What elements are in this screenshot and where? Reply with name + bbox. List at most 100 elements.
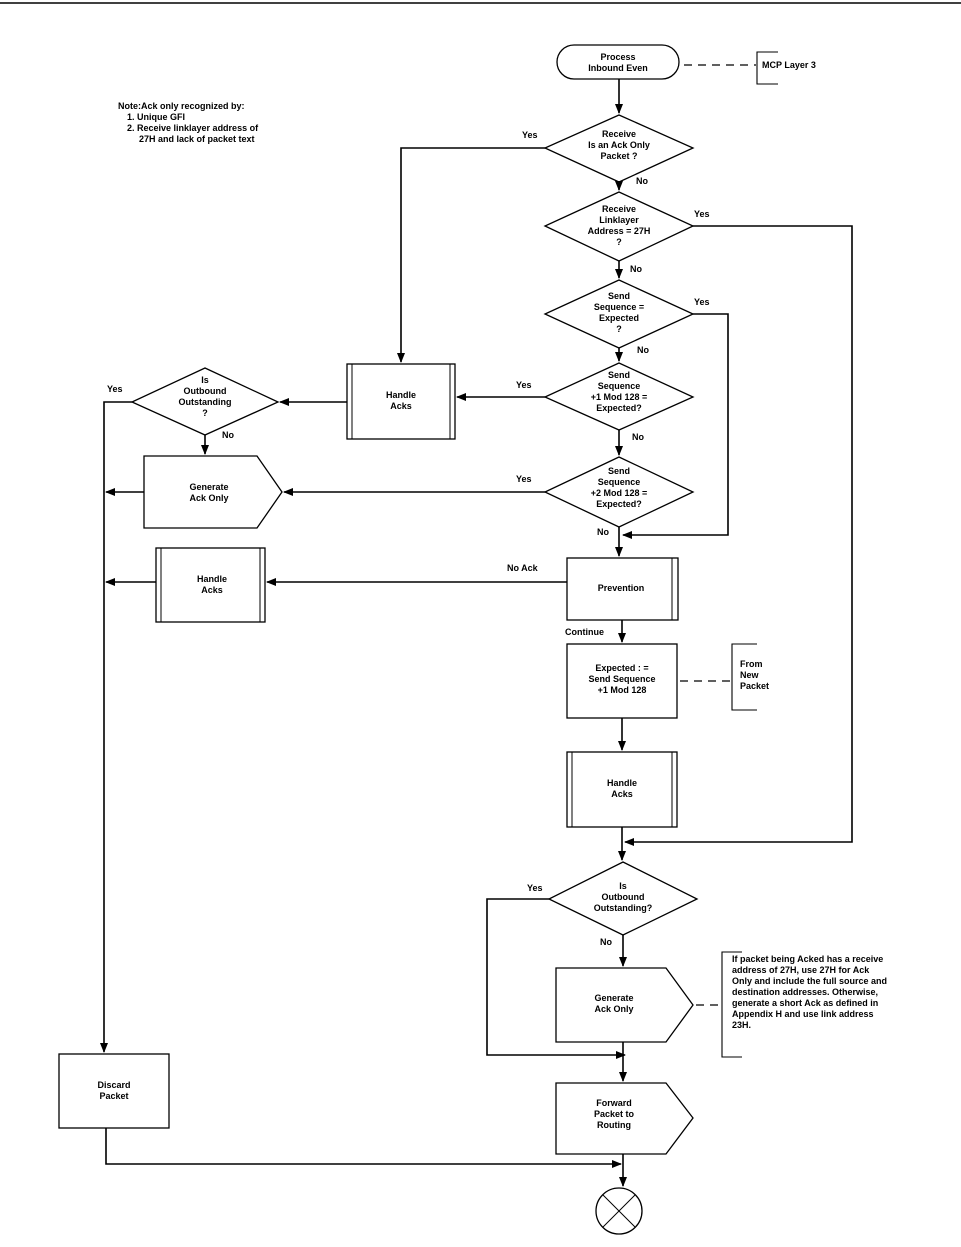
decision-linklayer-line-3: Address = 27H bbox=[588, 226, 651, 236]
prevention-process[interactable]: Prevention bbox=[566, 557, 679, 621]
generate-ack-1-line-2: Ack Only bbox=[189, 493, 228, 503]
ack-note-line-2: address of 27H, use 27H for Ack bbox=[732, 965, 870, 975]
forward-packet-to-routing[interactable]: Forward Packet to Routing bbox=[555, 1082, 694, 1155]
ack-note-line-7: 23H. bbox=[732, 1020, 751, 1030]
ack-note-bracket bbox=[721, 951, 742, 1058]
from-new-packet-annotation: From New Packet bbox=[740, 659, 769, 691]
handle-acks-process-1[interactable]: Handle Acks bbox=[346, 363, 456, 440]
decision-left-outbound-line-1: Is bbox=[201, 375, 209, 385]
decision-send-sequence-expected[interactable]: Send Sequence = Expected ? bbox=[543, 279, 695, 349]
note-line-3: 2. Receive linklayer address of bbox=[127, 123, 259, 133]
start-terminator[interactable]: Process Inbound Even bbox=[556, 44, 680, 80]
decision-ack-only-line-3: Packet ? bbox=[600, 151, 637, 161]
handle-acks-3-line-1: Handle bbox=[607, 778, 637, 788]
label-yes-outbound-bottom: Yes bbox=[527, 883, 543, 893]
expected-assignment-box[interactable]: Expected : = Send Sequence +1 Mod 128 bbox=[566, 643, 678, 719]
decision-send-seq-line-3: Expected bbox=[599, 313, 639, 323]
label-no-ack: No Ack bbox=[507, 563, 539, 573]
end-connector-icon bbox=[595, 1187, 643, 1235]
label-no-ack-only: No bbox=[636, 176, 648, 186]
from-new-packet-line-2: New bbox=[740, 670, 760, 680]
handle-acks-process-3[interactable]: Handle Acks bbox=[566, 751, 678, 828]
decision-plus1-line-3: +1 Mod 128 = bbox=[591, 392, 648, 402]
label-yes-outbound-left: Yes bbox=[107, 384, 123, 394]
decision-bottom-outbound-line-2: Outbound bbox=[602, 892, 645, 902]
generate-ack-1-line-1: Generate bbox=[189, 482, 228, 492]
discard-packet-box[interactable]: Discard Packet bbox=[58, 1053, 170, 1129]
decision-bottom-outbound-line-3: Outstanding? bbox=[594, 903, 653, 913]
decision-outbound-outstanding-left[interactable]: Is Outbound Outstanding ? bbox=[130, 367, 280, 436]
decision-send-sequence-plus2[interactable]: Send Sequence +2 Mod 128 = Expected? bbox=[543, 456, 695, 528]
ack-note-line-6: Appendix H and use link address bbox=[732, 1009, 874, 1019]
arrow-outbound-yes-to-discard bbox=[100, 401, 132, 1053]
decision-send-seq-line-2: Sequence = bbox=[594, 302, 644, 312]
label-no-plus1: No bbox=[632, 432, 644, 442]
mcp-layer-label: MCP Layer 3 bbox=[762, 60, 816, 70]
mcp-annotation-bracket bbox=[756, 51, 778, 85]
decision-linklayer-line-2: Linklayer bbox=[599, 215, 639, 225]
handle-acks-2-line-2: Acks bbox=[201, 585, 223, 595]
handle-acks-3-line-2: Acks bbox=[611, 789, 633, 799]
arrow-ack-only-yes-to-handle-acks bbox=[397, 147, 545, 363]
expected-line-1: Expected : = bbox=[595, 663, 648, 673]
arrow-discard-to-end bbox=[105, 1128, 622, 1168]
handle-acks-2-line-1: Handle bbox=[197, 574, 227, 584]
from-new-packet-line-1: From bbox=[740, 659, 763, 669]
start-label-line-2: Inbound Even bbox=[588, 63, 648, 73]
generate-ack-2-line-2: Ack Only bbox=[594, 1004, 633, 1014]
handle-acks-process-2[interactable]: Handle Acks bbox=[155, 547, 266, 623]
decision-bottom-outbound-line-1: Is bbox=[619, 881, 627, 891]
forward-line-3: Routing bbox=[597, 1120, 631, 1130]
note-line-2: 1. Unique GFI bbox=[127, 112, 185, 122]
decision-linklayer-27h[interactable]: Receive Linklayer Address = 27H ? bbox=[543, 191, 695, 262]
generate-ack-only-2[interactable]: Generate Ack Only bbox=[555, 967, 694, 1043]
decision-linklayer-line-1: Receive bbox=[602, 204, 636, 214]
label-yes-send-seq: Yes bbox=[694, 297, 710, 307]
ack-note: If packet being Acked has a receive addr… bbox=[732, 954, 887, 1030]
decision-ack-only-line-1: Receive bbox=[602, 129, 636, 139]
ack-note-line-1: If packet being Acked has a receive bbox=[732, 954, 883, 964]
decision-plus1-line-4: Expected? bbox=[596, 403, 642, 413]
label-no-outbound-left: No bbox=[222, 430, 234, 440]
label-no-plus2: No bbox=[597, 527, 609, 537]
ack-note-line-4: destination addresses. Otherwise, bbox=[732, 987, 878, 997]
label-yes-plus1: Yes bbox=[516, 380, 532, 390]
label-no-outbound-bottom: No bbox=[600, 937, 612, 947]
decision-send-seq-line-4: ? bbox=[616, 324, 622, 334]
decision-plus2-line-1: Send bbox=[608, 466, 630, 476]
discard-line-2: Packet bbox=[99, 1091, 128, 1101]
forward-line-2: Packet to bbox=[594, 1109, 635, 1119]
label-no-send-seq: No bbox=[637, 345, 649, 355]
expected-line-2: Send Sequence bbox=[588, 674, 655, 684]
generate-ack-2-line-1: Generate bbox=[594, 993, 633, 1003]
decision-send-seq-line-1: Send bbox=[608, 291, 630, 301]
label-no-linklayer: No bbox=[630, 264, 642, 274]
ack-note-line-3: Only and include the full source and bbox=[732, 976, 887, 986]
label-yes-ack-only: Yes bbox=[522, 130, 538, 140]
from-new-packet-bracket bbox=[731, 643, 757, 711]
discard-line-1: Discard bbox=[97, 1080, 130, 1090]
decision-left-outbound-line-2: Outbound bbox=[184, 386, 227, 396]
decision-plus2-line-3: +2 Mod 128 = bbox=[591, 488, 648, 498]
arrow-send-seq-yes bbox=[622, 313, 729, 539]
handle-acks-1-line-2: Acks bbox=[390, 401, 412, 411]
decision-plus1-line-2: Sequence bbox=[598, 381, 641, 391]
generate-ack-only-1[interactable]: Generate Ack Only bbox=[143, 455, 283, 529]
note-line-4: 27H and lack of packet text bbox=[139, 134, 255, 144]
forward-line-1: Forward bbox=[596, 1098, 632, 1108]
handle-acks-1-line-1: Handle bbox=[386, 390, 416, 400]
from-new-packet-line-3: Packet bbox=[740, 681, 769, 691]
decision-plus2-line-2: Sequence bbox=[598, 477, 641, 487]
ack-note-line-5: generate a short Ack as defined in bbox=[732, 998, 878, 1008]
decision-send-sequence-plus1[interactable]: Send Sequence +1 Mod 128 = Expected? bbox=[543, 362, 695, 431]
decision-ack-only-packet[interactable]: Receive Is an Ack Only Packet ? bbox=[543, 114, 695, 183]
note-line-1: Note:Ack only recognized by: bbox=[118, 101, 245, 111]
expected-line-3: +1 Mod 128 bbox=[598, 685, 647, 695]
decision-linklayer-line-4: ? bbox=[616, 237, 622, 247]
note: Note:Ack only recognized by: 1. Unique G… bbox=[118, 101, 259, 144]
start-label-line-1: Process bbox=[600, 52, 635, 62]
decision-plus2-line-4: Expected? bbox=[596, 499, 642, 509]
decision-outbound-outstanding-bottom[interactable]: Is Outbound Outstanding? bbox=[547, 861, 699, 936]
prevention-label: Prevention bbox=[598, 583, 645, 593]
